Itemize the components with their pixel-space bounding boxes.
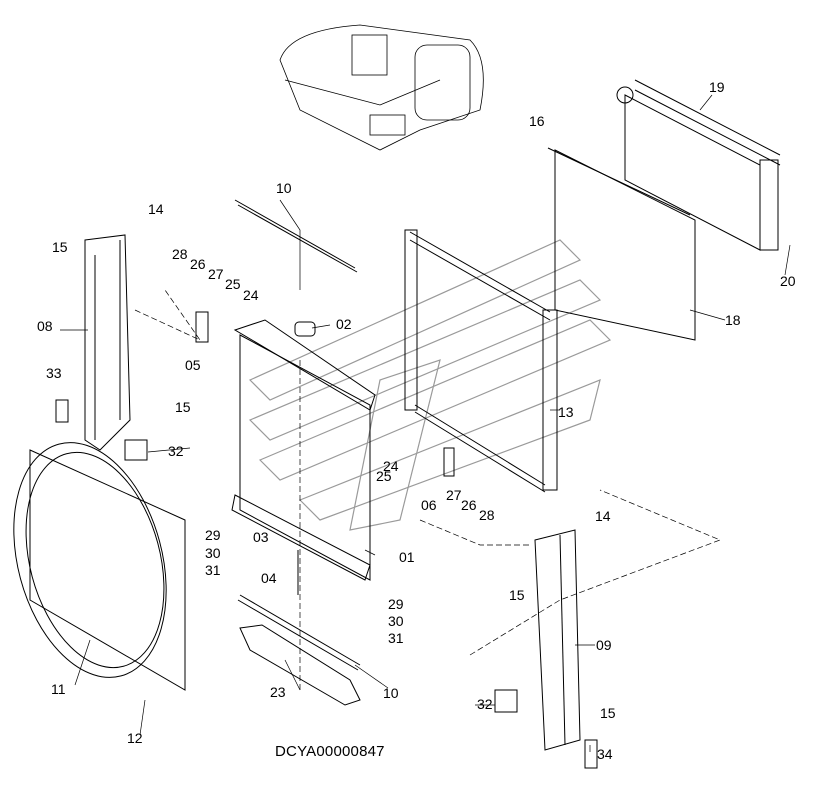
part-13-frame [404,229,558,493]
part-18-screen [547,147,696,341]
part-label: 18 [725,312,741,328]
part-label: 25 [225,276,241,292]
part-10-seal-bottom [237,594,361,671]
part-label: 32 [168,443,184,459]
part-label: 14 [148,201,164,217]
diagram-code: DCYA00000847 [275,743,385,760]
part-label: 28 [172,246,188,262]
part-11-shroud [13,442,186,691]
part-09-bracket [534,529,581,751]
part-label: 03 [253,529,269,545]
part-label: 20 [780,273,796,289]
part-08-bracket [84,234,131,451]
leader-lines [60,94,791,752]
part-label: 34 [597,746,613,762]
watermark-logo [248,239,612,531]
part-label: 15 [509,587,525,603]
part-label: 16 [529,113,545,129]
part-label: 26 [461,497,477,513]
part-label: 32 [477,696,493,712]
part-label: 33 [46,365,62,381]
part-label: 29 [388,596,404,612]
part-01-radiator [231,319,376,581]
part-label: 15 [600,705,616,721]
part-label: 28 [479,507,495,523]
part-label: 15 [52,239,68,255]
part-19-oil-cooler [616,79,781,251]
part-label: 05 [185,357,201,373]
part-label: 23 [270,684,286,700]
part-label: 04 [261,570,277,586]
part-label: 31 [388,630,404,646]
part-label: 31 [205,562,221,578]
part-label: 19 [709,79,725,95]
part-label: 26 [190,256,206,272]
part-label: 14 [595,508,611,524]
part-label: 10 [383,685,399,701]
part-label: 30 [388,613,404,629]
part-label: 02 [336,316,352,332]
part-label: 25 [376,468,392,484]
part-label: 10 [276,180,292,196]
part-label: 13 [558,404,574,420]
part-label: 24 [383,458,399,474]
part-label: 15 [175,399,191,415]
part-label: 01 [399,549,415,565]
small-parts [55,311,598,769]
part-10-seal-top [234,199,358,273]
part-label: 06 [421,497,437,513]
part-label: 27 [208,266,224,282]
part-label: 09 [596,637,612,653]
part-label: 24 [243,287,259,303]
part-label: 11 [51,681,66,697]
part-23-plate [239,624,361,706]
part-label: 30 [205,545,221,561]
part-label: 12 [127,730,143,746]
part-label: 29 [205,527,221,543]
part-label: 27 [446,487,462,503]
machine-overview [279,24,484,151]
part-label: 08 [37,318,53,334]
